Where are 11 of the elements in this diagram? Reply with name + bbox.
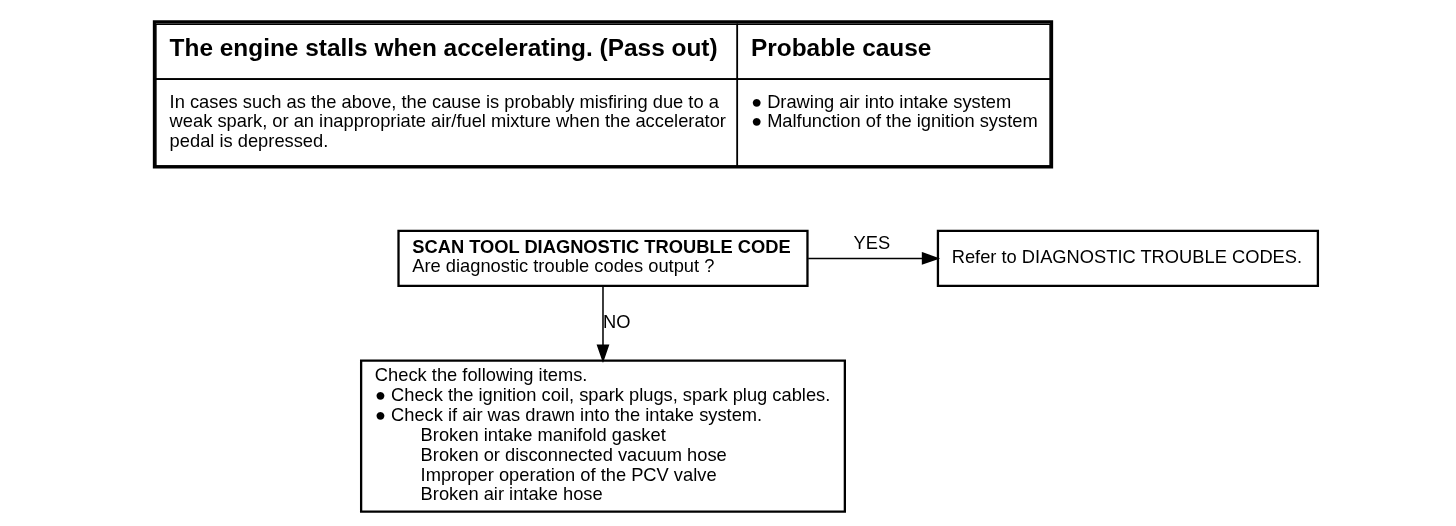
arrow [596, 285, 609, 363]
edge-label: YES [853, 231, 890, 253]
node-box: Refer to DIAGNOSTIC TROUBLE CODES. [936, 229, 1319, 288]
arrow [806, 252, 940, 265]
label: Probable cause [750, 33, 931, 61]
node-box: Check the following items. ● Check the ignition coil, spark plugs, spark plug cables. ● Check if air was drawn into the intake system. Broken intake manifold gasket Broken or disconnected vacuum hose Improper operation of the PCV valve Broken air intake hose [359, 359, 846, 513]
label: In cases such as the above, the cause is probably misfiring due to a weak spark, or an inappropriate air/fuel mixture when the accelerator pedal is depressed. [169, 90, 726, 152]
edge-label: NO [602, 311, 630, 333]
label: ● Drawing air into intake system [750, 90, 1011, 112]
label: The engine stalls when accelerating. (Pass out) [169, 33, 718, 61]
node-box: SCAN TOOL DIAGNOSTIC TROUBLE CODE Are diagnostic trouble codes output ? [396, 229, 809, 288]
